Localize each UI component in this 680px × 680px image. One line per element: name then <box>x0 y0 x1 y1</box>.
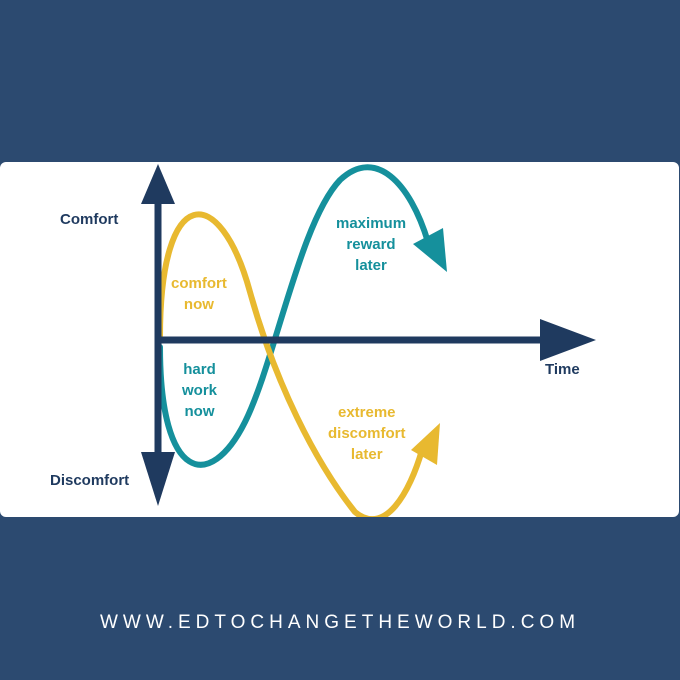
comfort-arrowhead <box>141 164 175 204</box>
yellow-curve <box>157 211 425 517</box>
comfort-now-line-2: now <box>183 296 214 313</box>
hard-work-now-line-3: now <box>184 403 215 420</box>
time-arrowhead <box>540 319 596 361</box>
website-footer: WWW.EDTOCHANGETHEWORLD.COM <box>99 612 581 633</box>
hard-work-now-line-2: work <box>182 382 218 399</box>
comfort-axis-label: Comfort <box>60 211 119 228</box>
curves-diagram <box>141 164 596 517</box>
yellow-arrowhead <box>411 423 440 465</box>
comfort-now-label: comfort now <box>171 273 227 315</box>
discomfort-axis-label: Discomfort <box>50 472 130 489</box>
maximum-reward-later-line-1: maximum <box>336 215 407 232</box>
teal-curve <box>157 164 431 468</box>
hard-work-now-label: hard work now <box>182 359 217 422</box>
extreme-discomfort-later-label: extreme discomfort later <box>328 402 406 465</box>
maximum-reward-later-label: maximum reward later <box>336 213 406 276</box>
maximum-reward-later-line-3: later <box>355 257 387 274</box>
extreme-discomfort-later-line-2: discomfort <box>328 425 406 442</box>
maximum-reward-later-line-2: reward <box>346 236 396 253</box>
discomfort-arrowhead <box>141 452 175 506</box>
diagram-card: Comfort Discomfort Time comfort now hard… <box>0 162 679 517</box>
extreme-discomfort-later-line-1: extreme <box>337 404 396 421</box>
comfort-now-line-1: comfort <box>171 275 227 292</box>
hard-work-now-line-1: hard <box>183 361 216 378</box>
extreme-discomfort-later-line-3: later <box>350 446 383 463</box>
teal-arrowhead <box>413 228 447 272</box>
time-axis-label: Time <box>545 361 580 378</box>
